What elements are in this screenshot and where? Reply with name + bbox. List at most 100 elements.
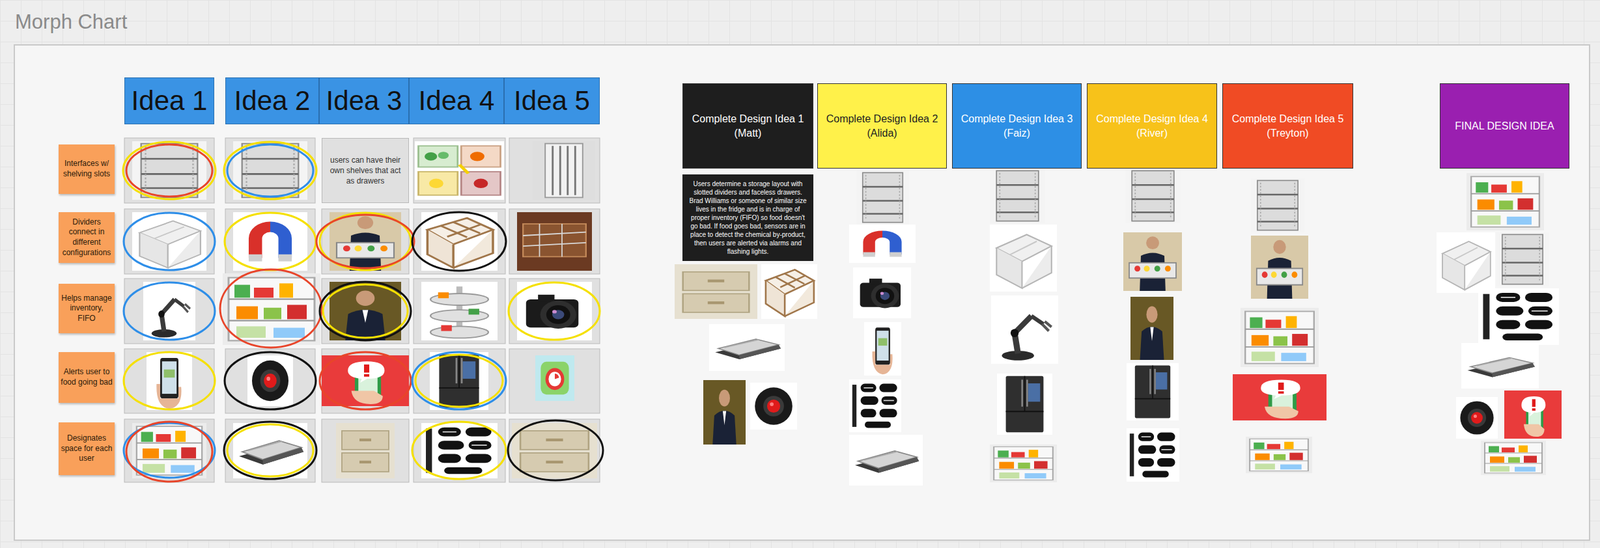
blue-ring xyxy=(123,282,215,340)
text-cell: users can have their own shelves that ac… xyxy=(321,138,409,204)
clear-box-photo xyxy=(511,423,598,479)
drawer-photo xyxy=(233,423,308,479)
design-header: FINAL DESIGN IDEA xyxy=(1439,83,1570,169)
grid-cell xyxy=(413,278,506,344)
design-header: Complete Design Idea 3 (Faiz) xyxy=(952,83,1082,169)
person-bin-photo xyxy=(329,212,402,271)
phone-photo xyxy=(146,352,193,411)
labels-photo xyxy=(1126,428,1180,482)
grid-cell xyxy=(124,419,215,483)
drawer-photo xyxy=(1461,343,1539,389)
smart-fridge-photo xyxy=(996,373,1053,436)
fridge-food-photo xyxy=(989,444,1057,483)
yellow-ring xyxy=(227,424,314,477)
fridge-food-photo xyxy=(1466,173,1544,231)
magnet-photo xyxy=(849,224,916,264)
black-ring xyxy=(224,421,317,480)
grid-cell xyxy=(509,209,600,275)
yellow-ring xyxy=(412,421,506,480)
black-ring xyxy=(507,420,604,481)
robot-photo xyxy=(143,281,196,341)
red-ring xyxy=(316,214,415,269)
camera-photo xyxy=(517,281,592,341)
function-sticky-text: Helps manage inventory, FIFO xyxy=(60,293,113,325)
idea-header-text: Idea 1 xyxy=(131,85,208,117)
smart-fridge-photo xyxy=(429,352,489,411)
yellow-ring xyxy=(224,212,316,271)
bins-photo xyxy=(761,264,818,320)
black-ring xyxy=(412,212,506,271)
function-sticky-text: Interfaces w/ shelving slots xyxy=(60,158,113,180)
drawer-photo xyxy=(709,324,785,372)
alert-photo xyxy=(1232,374,1327,421)
function-sticky-text: Dividers connect in different configurat… xyxy=(60,217,113,258)
board-frame xyxy=(14,44,1590,541)
design-header-text: Complete Design Idea 1 (Matt) xyxy=(688,112,808,141)
blue-ring xyxy=(227,144,314,197)
magnet-photo xyxy=(233,212,308,271)
yellow-ring xyxy=(508,282,600,340)
fridge-food-photo xyxy=(132,423,207,479)
function-sticky: Interfaces w/ shelving slots xyxy=(58,144,115,195)
grid-cell xyxy=(321,209,409,275)
clear-box-photo xyxy=(674,264,758,320)
smart-fridge-photo xyxy=(1126,363,1179,421)
grid-cell xyxy=(124,278,215,344)
design-header-text: Complete Design Idea 4 (River) xyxy=(1092,112,1212,141)
labels-photo xyxy=(421,423,498,479)
function-sticky: Helps manage inventory, FIFO xyxy=(58,283,115,334)
dividers-photo xyxy=(989,224,1057,292)
idea-header-text: Idea 3 xyxy=(326,85,403,117)
fridge-food-photo xyxy=(1245,436,1313,474)
red-ring xyxy=(220,269,322,348)
grid-cell xyxy=(124,138,215,204)
freezer-photo xyxy=(532,141,596,200)
person-bin-photo xyxy=(1123,232,1182,292)
grid-cell xyxy=(225,138,316,204)
idea-header-text: Idea 4 xyxy=(418,85,495,117)
bins-photo xyxy=(421,212,498,271)
red-ring xyxy=(319,352,411,410)
shelf-photo xyxy=(1495,232,1550,287)
function-sticky-text: Alerts user to food going bad xyxy=(60,367,113,388)
yellow-ring xyxy=(415,354,503,408)
blue-ring xyxy=(412,352,506,410)
design-header-text: Complete Design Idea 2 (Alida) xyxy=(823,112,941,141)
shelf-photo xyxy=(989,168,1046,224)
function-sticky: Alerts user to food going bad xyxy=(58,352,115,404)
alarm-photo xyxy=(750,382,798,430)
grid-cell xyxy=(509,278,600,344)
red-ring xyxy=(126,144,213,197)
dividers-photo xyxy=(1436,232,1496,294)
person-bin-photo xyxy=(1250,235,1309,299)
black-ring xyxy=(319,281,411,341)
yellow-ring xyxy=(322,284,408,338)
produce-photo xyxy=(414,141,505,200)
grid-cell xyxy=(413,349,506,414)
shelf-photo xyxy=(856,170,910,225)
alert-photo xyxy=(321,355,409,407)
idea-header: Idea 4 xyxy=(408,77,505,125)
text-cell-text: users can have their own shelves that ac… xyxy=(326,154,405,187)
fridge-food-photo xyxy=(222,273,321,346)
fridge-food-photo xyxy=(1240,308,1319,368)
labels-photo xyxy=(1478,288,1559,346)
idea-header: Idea 2 xyxy=(225,77,320,125)
labels-photo xyxy=(849,379,902,433)
function-sticky: Dividers connect in different configurat… xyxy=(58,212,115,264)
phone-photo xyxy=(864,322,902,376)
person-photo xyxy=(1130,296,1174,361)
grid-cell xyxy=(124,349,215,414)
grid-cell xyxy=(509,349,600,414)
blue-ring xyxy=(123,212,215,271)
grid-cell xyxy=(124,209,215,275)
design-header: Complete Design Idea 2 (Alida) xyxy=(817,83,947,169)
shelf-photo xyxy=(1125,168,1181,224)
yellow-ring xyxy=(123,141,216,200)
design-header-text: FINAL DESIGN IDEA xyxy=(1454,119,1554,134)
design-header: Complete Design Idea 1 (Matt) xyxy=(682,83,814,169)
design-description: Users determine a storage layout with sl… xyxy=(682,174,814,262)
design-header: Complete Design Idea 4 (River) xyxy=(1086,83,1218,169)
rack-photo xyxy=(517,212,592,271)
lazy-susan-photo xyxy=(421,281,498,341)
